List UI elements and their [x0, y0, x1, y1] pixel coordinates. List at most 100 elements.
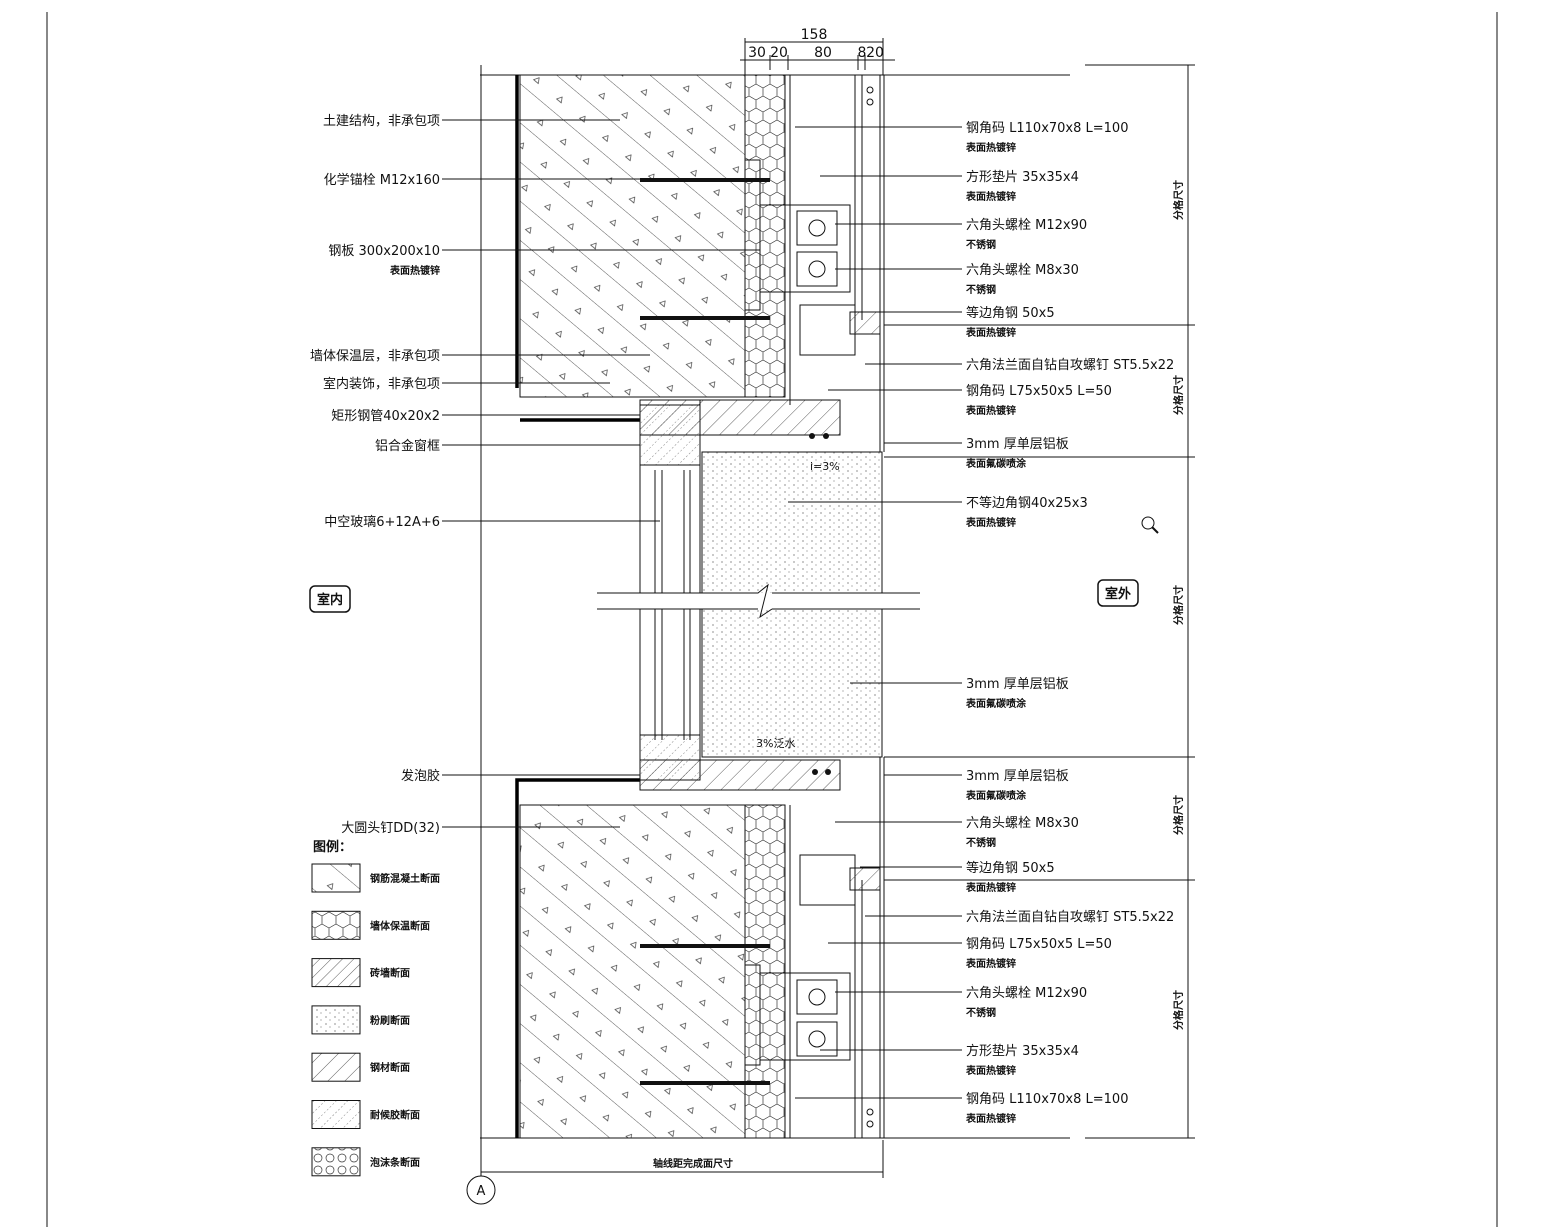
right-callout: 六角头螺栓 M12x90 不锈钢: [835, 986, 1087, 1019]
callout-text: 钢角码 L110x70x8 L=100: [966, 1092, 1128, 1107]
lower-concrete: [519, 804, 746, 1139]
callout-subtext: 表面热镀锌: [965, 190, 1016, 203]
zoom-icon[interactable]: [1141, 516, 1159, 534]
svg-text:室内: 室内: [317, 592, 343, 608]
legend-swatch: [311, 1005, 361, 1035]
callout-text: 3mm 厚单层铝板: [966, 769, 1069, 784]
callout-text: 六角法兰面自钻自攻螺钉 ST5.5x22: [966, 358, 1174, 373]
callout-subtext: 表面氟碳喷涂: [965, 457, 1027, 470]
right-callout: 钢角码 L110x70x8 L=100 表面热镀锌: [795, 121, 1128, 154]
callout-subtext: 表面热镀锌: [965, 141, 1016, 154]
callout-subtext: 不锈钢: [966, 1006, 996, 1019]
svg-text:室外: 室外: [1105, 586, 1131, 602]
right-callout: 等边角钢 50x5 表面热镀锌: [860, 860, 1055, 894]
callout-text: 室内装饰，非承包项: [323, 376, 440, 392]
dim-part-3: 80: [814, 45, 832, 61]
callout-text: 六角头螺栓 M12x90: [966, 218, 1087, 233]
break-line: [597, 583, 920, 619]
callout-text: 六角头螺栓 M8x30: [966, 816, 1079, 831]
callout-text: 方形垫片 35x35x4: [966, 169, 1079, 185]
legend-swatch: [311, 910, 361, 940]
callout-text: 钢板 300x200x10: [328, 244, 440, 259]
indoor-zone-tag: 室内: [309, 585, 351, 613]
right-callout: 钢角码 L75x50x5 L=50 表面热镀锌: [828, 384, 1112, 417]
outdoor-zone-tag: 室外: [1097, 579, 1139, 607]
grid-dimension-label: 分格尺寸: [1172, 375, 1185, 415]
legend-label: 粉刷断面: [370, 1014, 410, 1027]
dim-part-2: 20: [770, 45, 788, 61]
upper-interior-finish: [515, 75, 640, 422]
callout-subtext: 不锈钢: [966, 836, 996, 849]
callout-text: 中空玻璃6+12A+6: [324, 515, 440, 530]
left-callout: 中空玻璃6+12A+6: [324, 515, 660, 530]
right-callout: 六角法兰面自钻自攻螺钉 ST5.5x22: [865, 910, 1174, 925]
legend-label: 钢材断面: [370, 1061, 410, 1074]
legend-label: 泡沫条断面: [370, 1156, 420, 1169]
left-callout: 发泡胶: [401, 768, 640, 784]
left-callout: 化学锚栓 M12x160: [324, 172, 640, 188]
window-frame: [639, 399, 701, 781]
bottom-dimension: 轴线距完成面尺寸: [481, 1140, 884, 1178]
callout-subtext: 表面热镀锌: [965, 881, 1016, 894]
cladding-lines: [789, 75, 885, 1138]
left-callout: 钢板 300x200x10 表面热镀锌: [328, 244, 760, 277]
callout-subtext: 表面氟碳喷涂: [965, 789, 1027, 802]
grid-dimension-label: 分格尺寸: [1172, 990, 1185, 1030]
legend-item-dots: 粉刷断面: [311, 1005, 410, 1035]
legend-item-concrete: 钢筋混凝土断面: [311, 863, 440, 893]
left-callout: 铝合金窗框: [375, 438, 640, 454]
left-callout: 大圆头钉DD(32): [341, 821, 620, 836]
callout-text: 方形垫片 35x35x4: [966, 1043, 1079, 1059]
right-callout: 方形垫片 35x35x4 表面热镀锌: [820, 169, 1079, 203]
grid-dimension-label: 分格尺寸: [1172, 585, 1185, 625]
top-dimension: 158 30 20 80 8 20: [740, 27, 895, 75]
grid-dimension-label: 分格尺寸: [1172, 795, 1185, 835]
dim-part-5: 20: [866, 45, 884, 61]
callout-subtext: 表面热镀锌: [965, 326, 1016, 339]
callout-text: 化学锚栓 M12x160: [324, 172, 440, 188]
callout-text: 3mm 厚单层铝板: [966, 677, 1069, 692]
lower-interior-finish: [515, 778, 640, 1138]
callout-text: 发泡胶: [401, 768, 440, 784]
dim-total: 158: [801, 27, 828, 43]
callout-text: 六角头螺栓 M12x90: [966, 986, 1087, 1001]
callout-subtext: 表面热镀锌: [389, 264, 440, 277]
callout-text: 钢角码 L110x70x8 L=100: [966, 121, 1128, 136]
left-callout: 土建结构，非承包项: [323, 114, 620, 129]
legend-item-sealant: 耐候胶断面: [311, 1100, 420, 1129]
legend-label: 钢筋混凝土断面: [370, 872, 440, 885]
legend-item-brick: 砖墙断面: [311, 958, 410, 988]
right-callout: 六角法兰面自钻自攻螺钉 ST5.5x22: [865, 358, 1174, 373]
upper-concrete: [519, 74, 746, 398]
dim-part-1: 30: [748, 45, 766, 61]
legend-label: 砖墙断面: [370, 967, 410, 980]
upper-insulation: [744, 74, 786, 398]
legend-item-steel: 钢材断面: [311, 1052, 410, 1082]
callout-text: 大圆头钉DD(32): [341, 821, 440, 836]
callout-text: 矩形钢管40x20x2: [331, 409, 440, 424]
legend-item-foam: 泡沫条断面: [311, 1147, 420, 1177]
left-callout: 室内装饰，非承包项: [323, 376, 610, 392]
callout-text: 六角法兰面自钻自攻螺钉 ST5.5x22: [966, 910, 1174, 925]
callout-text: 等边角钢 50x5: [966, 860, 1055, 876]
callout-subtext: 表面热镀锌: [965, 404, 1016, 417]
legend-swatch: [311, 958, 361, 988]
legend-label: 耐候胶断面: [370, 1109, 420, 1122]
callout-text: 墙体保温层，非承包项: [310, 349, 440, 364]
callout-subtext: 不锈钢: [966, 238, 996, 251]
callout-text: 钢角码 L75x50x5 L=50: [966, 384, 1112, 399]
svg-text:轴线距完成面尺寸: 轴线距完成面尺寸: [653, 1157, 733, 1170]
legend-label: 墙体保温断面: [370, 919, 430, 932]
callout-text: 不等边角钢40x25x3: [966, 495, 1088, 511]
